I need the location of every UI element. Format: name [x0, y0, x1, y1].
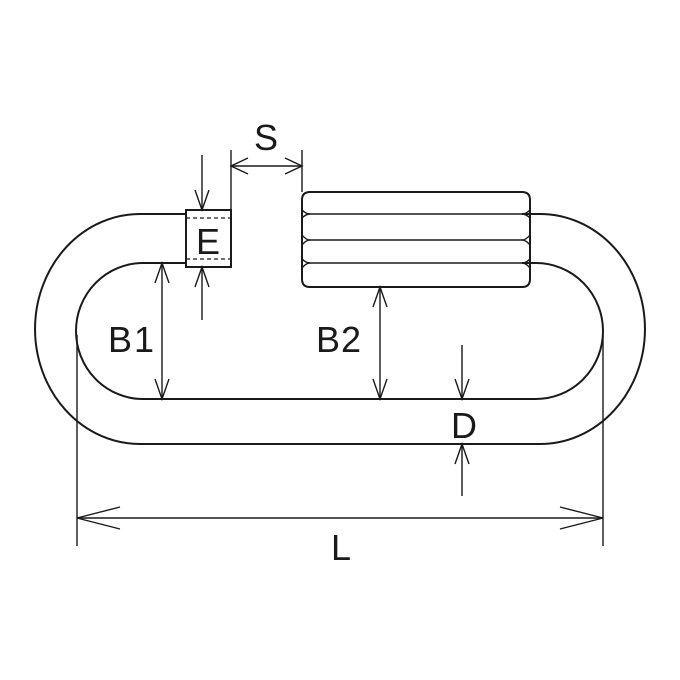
d-arrowhead-bottom	[454, 441, 470, 465]
link-inner-contour	[75, 262, 604, 400]
d-arrowhead-top	[454, 378, 470, 402]
l-arrowheads	[76, 506, 604, 530]
e-arrowhead-bottom	[194, 264, 210, 288]
label-s: S	[254, 117, 278, 158]
label-l: L	[331, 527, 351, 568]
gap-end-piece	[185, 209, 232, 268]
threaded-sleeve	[301, 191, 531, 288]
label-b1: B1	[108, 319, 154, 360]
link-outer-contour	[34, 213, 646, 445]
label-e: E	[196, 221, 220, 262]
s-arrowheads	[229, 157, 304, 175]
sleeve-thread-3	[301, 234, 531, 241]
sleeve-thread-4	[301, 239, 531, 246]
sleeve-thread-2	[301, 213, 531, 219]
sleeve-thread-6	[301, 262, 531, 269]
sleeve-thread-5	[301, 258, 531, 264]
b1-arrowheads	[154, 260, 170, 402]
b2-arrowheads	[372, 284, 388, 402]
label-b2: B2	[316, 319, 361, 360]
e-arrowhead-top	[194, 189, 210, 213]
label-d: D	[451, 405, 477, 446]
sleeve-thread-1	[301, 209, 531, 215]
